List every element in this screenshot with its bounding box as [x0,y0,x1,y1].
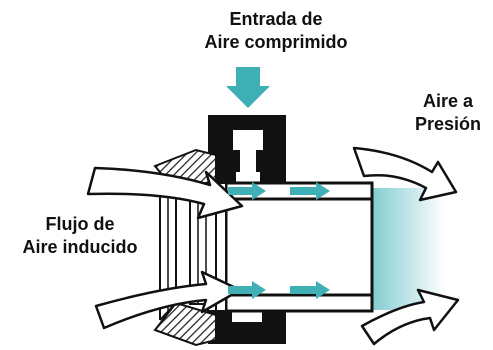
induced-air-arrows [86,166,244,330]
pressurized-air-arrows [352,146,460,346]
exit-flow-gradient [370,188,445,310]
flow-arrow-lower-1 [228,281,266,299]
induced-air-arrow-bottom [94,270,242,330]
internal-flow-arrows [228,182,330,299]
induced-air-flow-label-line2: Aire inducido [22,237,138,257]
compressed-air-inlet-arrow [226,67,270,108]
pressurized-air-label-line2: Presión [414,114,482,134]
pressurized-air-arrow-top [352,146,458,202]
compressed-air-inlet-label: Entrada de Aire comprimido [176,8,376,54]
compressed-air-inlet-label-line2: Aire comprimido [204,32,348,52]
induced-air-flow-label-line1: Flujo de [45,214,115,234]
induced-air-flow-label: Flujo de Aire inducido [0,213,160,259]
pressurized-air-label: Aire a Presión [408,90,488,136]
flow-arrow-upper-2 [290,182,330,200]
pressurized-air-label-line1: Aire a [422,91,474,111]
lower-body-block [208,308,286,344]
compressed-air-inlet-label-line1: Entrada de [229,9,323,29]
flow-arrow-upper-1 [228,182,266,200]
induced-air-arrow-top [86,166,244,220]
pressurized-air-arrow-bottom [360,288,460,346]
flow-arrow-lower-2 [290,281,330,299]
inlet-fitting [208,115,286,183]
